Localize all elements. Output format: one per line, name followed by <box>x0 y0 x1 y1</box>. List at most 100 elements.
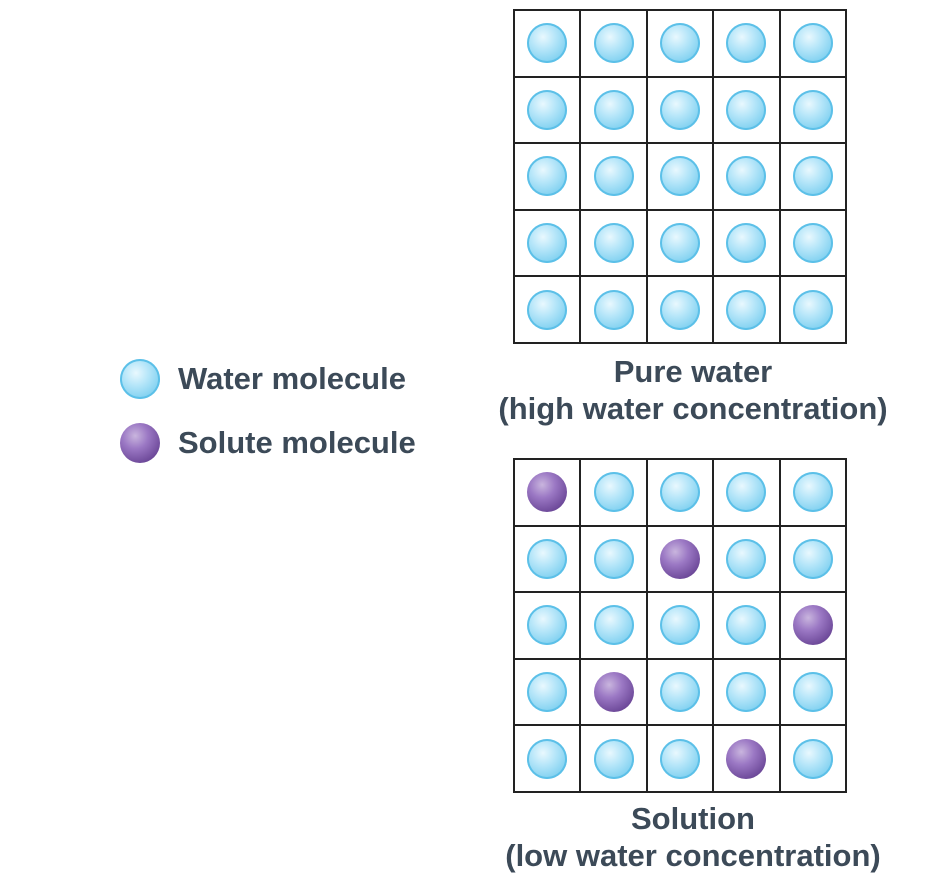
grid-cell <box>646 10 714 77</box>
water-molecule-icon <box>726 605 767 646</box>
water-molecule-icon <box>659 289 700 330</box>
water-molecule-icon <box>792 23 833 64</box>
water-molecule-icon <box>659 738 700 779</box>
grid-cell <box>580 143 647 210</box>
water-molecule-icon <box>593 223 634 264</box>
legend-label-water: Water molecule <box>178 361 406 396</box>
solute-molecule-icon <box>792 605 833 646</box>
grid-cell <box>779 76 846 144</box>
water-molecule-icon <box>593 89 634 130</box>
grid-cell <box>713 525 780 593</box>
grid-cell <box>646 76 714 144</box>
water-molecule-icon <box>593 156 634 197</box>
legend-item-solute: Solute molecule <box>120 411 416 475</box>
water-molecule-icon <box>726 538 767 579</box>
water-molecule-icon <box>527 223 568 264</box>
solution-title: Solution <box>631 801 755 836</box>
water-molecule-icon <box>726 23 767 64</box>
pure-water-panel <box>513 9 847 344</box>
legend-label-solute: Solute molecule <box>178 425 416 460</box>
water-molecule-icon <box>527 289 568 330</box>
grid-cell <box>646 276 714 343</box>
water-molecule-icon <box>527 156 568 197</box>
legend-item-water: Water molecule <box>120 347 416 411</box>
grid-cell <box>580 658 647 726</box>
grid-cell <box>779 725 846 792</box>
water-molecule-icon <box>593 738 634 779</box>
grid-cell <box>580 10 647 77</box>
grid-cell <box>779 276 846 343</box>
water-molecule-icon <box>593 472 634 513</box>
grid-cell <box>646 592 714 659</box>
grid-cell <box>646 658 714 726</box>
grid-cell <box>713 76 780 144</box>
water-molecule-icon <box>593 23 634 64</box>
grid-cell <box>646 143 714 210</box>
grid-cell <box>779 525 846 593</box>
grid-cell <box>514 10 581 77</box>
grid-cell <box>514 658 581 726</box>
water-molecule-icon <box>527 605 568 646</box>
water-molecule-icon <box>792 223 833 264</box>
water-molecule-icon <box>792 89 833 130</box>
water-molecule-icon <box>593 538 634 579</box>
water-molecule-icon <box>527 538 568 579</box>
legend: Water molecule Solute molecule <box>120 347 416 475</box>
grid-cell <box>646 459 714 526</box>
solute-molecule-icon <box>527 472 568 513</box>
grid-cell <box>713 592 780 659</box>
solute-molecule-icon <box>593 672 634 713</box>
grid-cell <box>779 658 846 726</box>
water-molecule-icon <box>593 605 634 646</box>
water-molecule-icon <box>527 738 568 779</box>
grid-cell <box>514 276 581 343</box>
grid-cell <box>779 10 846 77</box>
water-molecule-icon <box>659 223 700 264</box>
grid-cell <box>580 592 647 659</box>
grid-cell <box>713 658 780 726</box>
grid-cell <box>514 459 581 526</box>
grid-cell <box>580 725 647 792</box>
grid-cell <box>514 209 581 277</box>
water-molecule-icon <box>659 472 700 513</box>
grid-cell <box>580 276 647 343</box>
grid-cell <box>646 725 714 792</box>
water-molecule-icon <box>659 672 700 713</box>
water-molecule-icon <box>726 472 767 513</box>
grid-cell <box>779 459 846 526</box>
grid-cell <box>713 209 780 277</box>
solution-panel <box>513 458 847 793</box>
water-molecule-icon <box>659 89 700 130</box>
grid-cell <box>713 725 780 792</box>
water-molecule-icon <box>792 289 833 330</box>
grid-cell <box>713 276 780 343</box>
pure-water-grid <box>513 9 847 344</box>
solution-subtitle: (low water concentration) <box>505 838 881 873</box>
grid-cell <box>713 10 780 77</box>
pure-water-caption: Pure water (high water concentration) <box>460 353 926 427</box>
water-molecule-icon <box>726 672 767 713</box>
grid-cell <box>514 76 581 144</box>
water-molecule-icon <box>726 289 767 330</box>
pure-water-subtitle: (high water concentration) <box>498 391 888 426</box>
solute-molecule-icon <box>726 738 767 779</box>
water-molecule-icon <box>726 89 767 130</box>
water-molecule-icon <box>659 23 700 64</box>
water-molecule-icon <box>659 605 700 646</box>
water-molecule-icon <box>792 538 833 579</box>
water-molecule-icon <box>726 223 767 264</box>
solute-molecule-icon <box>659 538 700 579</box>
grid-cell <box>514 143 581 210</box>
water-molecule-icon <box>527 89 568 130</box>
grid-cell <box>580 209 647 277</box>
water-molecule-icon <box>120 359 160 399</box>
water-molecule-icon <box>792 738 833 779</box>
grid-cell <box>514 725 581 792</box>
grid-cell <box>580 459 647 526</box>
grid-cell <box>713 143 780 210</box>
grid-cell <box>779 143 846 210</box>
water-molecule-icon <box>792 156 833 197</box>
water-molecule-icon <box>593 289 634 330</box>
grid-cell <box>514 525 581 593</box>
grid-cell <box>580 76 647 144</box>
